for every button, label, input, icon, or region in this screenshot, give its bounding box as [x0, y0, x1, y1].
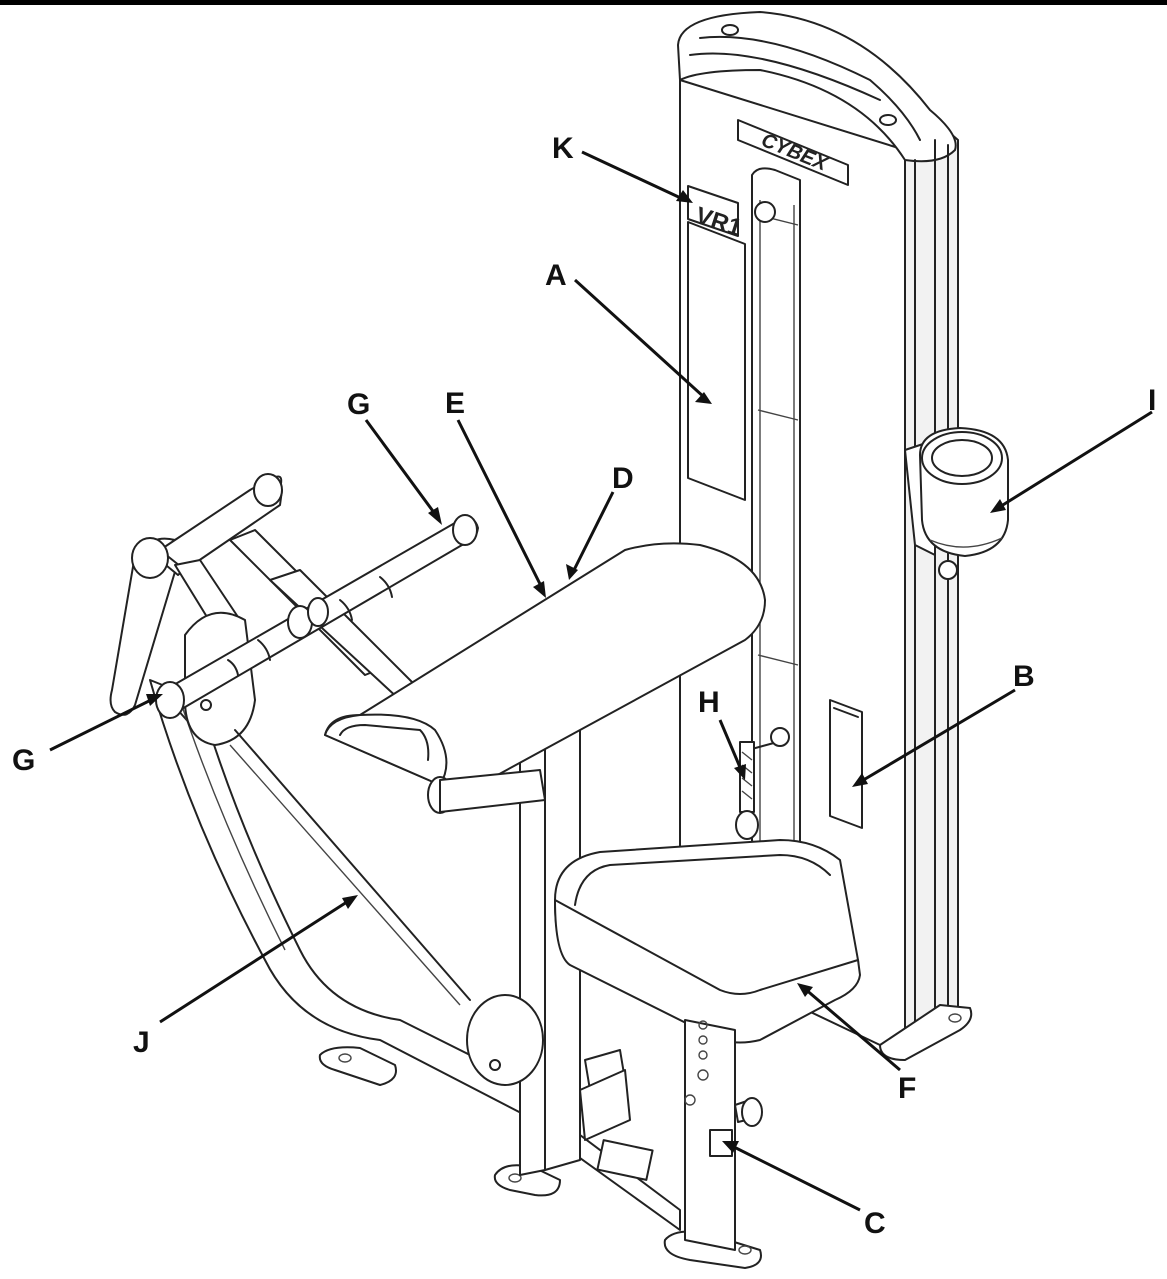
leader-j — [159, 898, 351, 1024]
callout-f: F — [898, 1072, 916, 1105]
instruction-placard — [687, 221, 746, 501]
top-border-rule — [0, 0, 1167, 5]
leader-f — [803, 986, 901, 1072]
movement-arm — [109, 473, 479, 1006]
callout-letters: K A G E D I B H G J F C — [12, 132, 1156, 1240]
warning-label — [829, 699, 863, 829]
leader-g-lower — [49, 696, 156, 752]
leader-k — [581, 150, 686, 202]
callout-h: H — [698, 686, 720, 719]
callout-a: A — [545, 259, 567, 292]
leader-h — [718, 719, 744, 773]
seat-assembly — [554, 839, 861, 1251]
accessory-cup-holder — [904, 427, 1009, 580]
callout-g-lower: G — [12, 744, 35, 777]
leader-d — [571, 491, 615, 573]
top-pulley-knob — [754, 201, 776, 223]
callout-d: D — [612, 462, 634, 495]
callout-g-upper: G — [347, 388, 370, 421]
arm-pad — [324, 542, 766, 814]
leader-c — [729, 1143, 861, 1212]
callout-i: I — [1148, 384, 1156, 417]
callout-j: J — [133, 1026, 150, 1059]
leader-g-upper — [364, 419, 440, 519]
leader-lines — [49, 150, 1153, 1212]
leader-a — [573, 278, 707, 400]
leader-i — [997, 410, 1153, 510]
weight-stack-tower: CYBEX VR1 — [677, 11, 1009, 1061]
callout-b: B — [1013, 660, 1035, 693]
leader-e — [456, 419, 545, 591]
callout-k: K — [552, 132, 574, 165]
callout-e: E — [445, 387, 465, 420]
cable — [234, 729, 471, 1001]
callout-c: C — [864, 1207, 886, 1240]
leader-b — [859, 688, 1016, 784]
